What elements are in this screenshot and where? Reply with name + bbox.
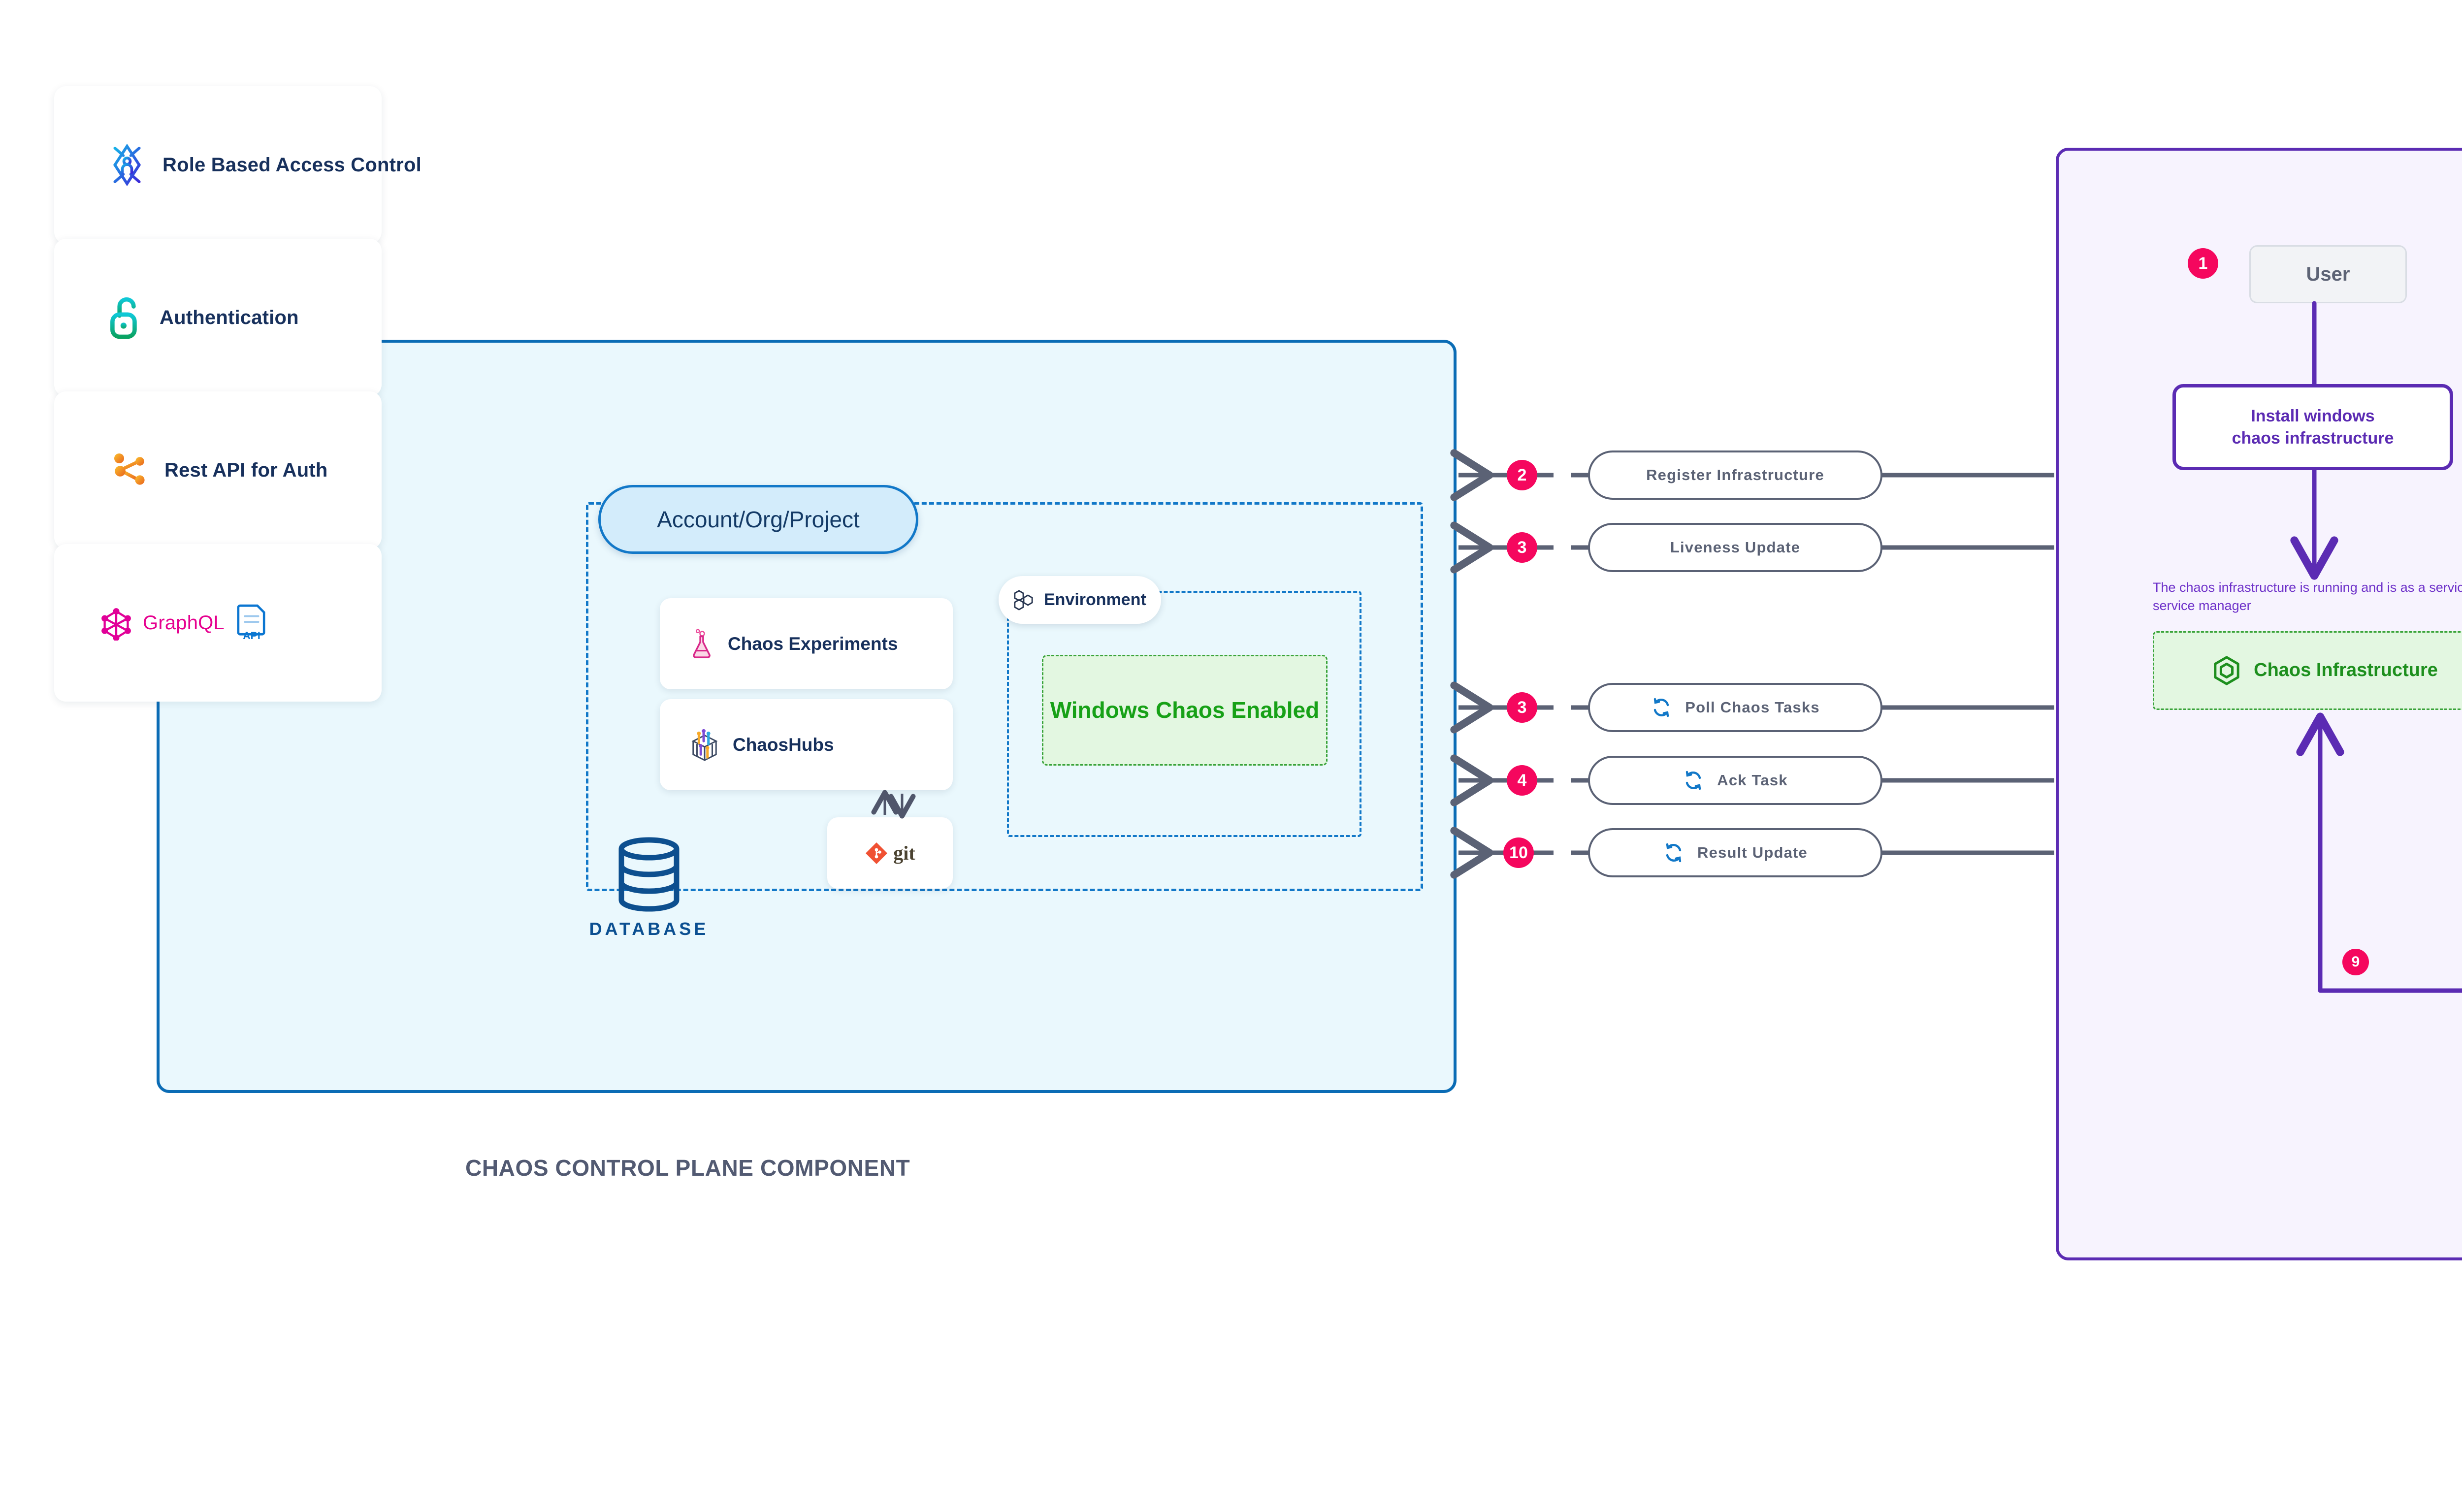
card-rest-api-for-auth[interactable]: Rest API for Auth [54, 391, 382, 549]
hexagon-outline-icon [2212, 655, 2241, 686]
connector-liveness-update[interactable]: Liveness Update [1588, 523, 1882, 572]
connector-result-update[interactable]: Result Update [1588, 828, 1882, 877]
api-doc-icon: API [236, 604, 267, 642]
card-authentication[interactable]: Authentication [54, 239, 382, 396]
card-label: Rest API for Auth [164, 459, 328, 481]
git-icon [865, 841, 888, 865]
badge-results-step: 9 [2342, 949, 2369, 975]
flask-icon [689, 628, 715, 660]
card-label: Authentication [160, 306, 299, 328]
git-label: git [893, 842, 915, 864]
badge-result-update: 10 [1503, 837, 1534, 868]
card-label: Chaos Experiments [728, 633, 898, 654]
account-org-project-boundary [586, 502, 1423, 891]
card-git[interactable]: git [827, 817, 953, 889]
connector-label: Poll Chaos Tasks [1685, 699, 1820, 716]
sync-icon [1651, 697, 1672, 718]
sync-icon [1683, 770, 1704, 791]
windows-chaos-enabled-status: Windows Chaos Enabled [1042, 655, 1328, 766]
card-chaoshubs[interactable]: ChaosHubs [660, 699, 953, 790]
badge-user-step: 1 [2188, 248, 2218, 279]
badge-poll-chaos-tasks: 3 [1507, 692, 1537, 723]
box-label: Install windows chaos infrastructure [2232, 407, 2394, 448]
environment-pill[interactable]: Environment [999, 576, 1161, 624]
database-label: DATABASE [589, 919, 709, 939]
user-box[interactable]: User [2249, 245, 2407, 303]
chaos-infrastructure-box[interactable]: Chaos Infrastructure [2153, 631, 2462, 710]
box-label: Chaos Infrastructure [2254, 660, 2438, 681]
rbac-icon [108, 142, 146, 188]
connector-poll-chaos-tasks[interactable]: Poll Chaos Tasks [1588, 683, 1882, 732]
sync-icon [1663, 842, 1685, 864]
unlock-icon [108, 296, 143, 339]
card-role-based-access-control[interactable]: Role Based Access Control [54, 86, 421, 244]
note-chaos-infrastructure: The chaos infrastructure is running and … [2153, 580, 2462, 613]
card-chaos-experiments[interactable]: Chaos Experiments [660, 598, 953, 689]
svg-text:API: API [243, 630, 260, 642]
connector-ack-task[interactable]: Ack Task [1588, 756, 1882, 805]
card-label: GraphQL [143, 611, 225, 634]
badge-ack-task: 4 [1507, 765, 1537, 796]
graphql-icon [98, 605, 134, 641]
database-icon [565, 837, 733, 912]
connector-label: Liveness Update [1670, 539, 1801, 556]
account-org-project-pill[interactable]: Account/Org/Project [598, 485, 918, 554]
control-plane-title: CHAOS CONTROL PLANE COMPONENT [465, 1155, 910, 1181]
environment-boundary [1007, 591, 1361, 837]
chaoshubs-icon [689, 729, 720, 761]
card-label: Role Based Access Control [162, 154, 421, 176]
badge-register-infrastructure: 2 [1507, 460, 1537, 490]
database-group: DATABASE [565, 837, 733, 939]
connector-register-infrastructure[interactable]: Register Infrastructure [1588, 450, 1882, 500]
connector-label: Result Update [1697, 844, 1808, 861]
card-label: ChaosHubs [733, 734, 834, 755]
environment-label: Environment [1044, 590, 1146, 609]
install-windows-chaos-infrastructure-box[interactable]: Install windows chaos infrastructure [2172, 384, 2453, 470]
hexagon-cluster-icon [1013, 589, 1034, 611]
card-graphql[interactable]: GraphQL API [54, 544, 382, 702]
share-nodes-icon [108, 450, 148, 490]
connector-label: Register Infrastructure [1646, 466, 1824, 483]
badge-liveness-update: 3 [1507, 532, 1537, 563]
connector-label: Ack Task [1717, 772, 1788, 789]
